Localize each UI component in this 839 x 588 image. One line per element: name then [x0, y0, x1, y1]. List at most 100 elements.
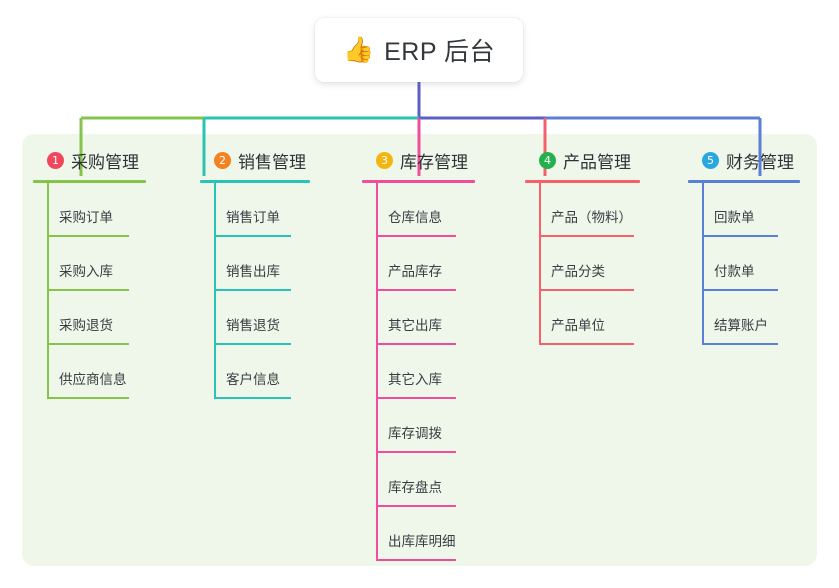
leaf-item-label: 产品分类: [551, 264, 605, 279]
leaf-item[interactable]: 销售退货: [214, 291, 318, 345]
leaf-item[interactable]: 其它入库: [376, 345, 482, 399]
column-spine: [539, 183, 541, 345]
column-采购管理: 1 采购管理采购订单采购入库采购退货供应商信息: [33, 148, 158, 399]
leaf-item-rule: [214, 343, 291, 345]
leaf-item-rule: [376, 451, 456, 453]
column-header-采购管理[interactable]: 1 采购管理: [33, 148, 158, 172]
column-number-badge: 5: [702, 151, 719, 169]
leaf-item-rule: [376, 397, 456, 399]
leaf-item-rule: [214, 235, 291, 237]
leaf-item[interactable]: 仓库信息: [376, 183, 482, 237]
branches-panel: [22, 134, 817, 566]
column-title: 采购管理: [71, 152, 139, 172]
column-title: 销售管理: [238, 152, 306, 172]
column-spine: [214, 183, 216, 399]
leaf-item-label: 采购入库: [59, 264, 113, 279]
leaf-item-rule: [702, 235, 778, 237]
column-header-产品管理[interactable]: 4 产品管理: [525, 148, 647, 172]
column-spine: [376, 183, 378, 561]
leaf-item[interactable]: 销售订单: [214, 183, 318, 237]
leaf-item[interactable]: 销售出库: [214, 237, 318, 291]
column-销售管理: 2 销售管理销售订单销售出库销售退货客户信息: [200, 148, 318, 399]
leaf-item-label: 其它出库: [388, 318, 442, 333]
column-header-库存管理[interactable]: 3 库存管理: [362, 148, 482, 172]
leaf-item-label: 付款单: [714, 264, 755, 279]
leaf-item-label: 销售出库: [226, 264, 280, 279]
leaf-item-rule: [47, 235, 129, 237]
leaf-item-rule: [376, 235, 456, 237]
leaf-item-label: 仓库信息: [388, 210, 442, 225]
leaf-item[interactable]: 产品库存: [376, 237, 482, 291]
column-items: 仓库信息产品库存其它出库其它入库库存调拨库存盘点出库库明细: [362, 183, 482, 561]
column-spine: [702, 183, 704, 345]
leaf-item-label: 销售退货: [226, 318, 280, 333]
column-header-rule: [525, 180, 640, 183]
leaf-item[interactable]: 其它出库: [376, 291, 482, 345]
thumbs-up-icon: 👍: [342, 35, 375, 64]
leaf-item[interactable]: 采购退货: [47, 291, 158, 345]
column-header-rule: [688, 180, 800, 183]
leaf-item-label: 其它入库: [388, 372, 442, 387]
leaf-item-rule: [376, 559, 456, 561]
leaf-item[interactable]: 付款单: [702, 237, 808, 291]
leaf-item-rule: [47, 289, 129, 291]
leaf-item-rule: [376, 289, 456, 291]
leaf-item[interactable]: 采购订单: [47, 183, 158, 237]
leaf-item[interactable]: 库存盘点: [376, 453, 482, 507]
column-items: 回款单付款单结算账户: [688, 183, 808, 345]
column-header-rule: [362, 180, 475, 183]
column-库存管理: 3 库存管理仓库信息产品库存其它出库其它入库库存调拨库存盘点出库库明细: [362, 148, 482, 561]
leaf-item-label: 采购退货: [59, 318, 113, 333]
leaf-item[interactable]: 结算账户: [702, 291, 808, 345]
leaf-item-rule: [539, 289, 634, 291]
leaf-item-label: 供应商信息: [59, 372, 127, 387]
leaf-item-label: 出库库明细: [388, 534, 456, 549]
leaf-item-rule: [539, 343, 634, 345]
column-items: 采购订单采购入库采购退货供应商信息: [33, 183, 158, 399]
leaf-item-label: 产品库存: [388, 264, 442, 279]
leaf-item-label: 销售订单: [226, 210, 280, 225]
leaf-item-label: 结算账户: [714, 318, 768, 333]
leaf-item-rule: [214, 289, 291, 291]
column-items: 销售订单销售出库销售退货客户信息: [200, 183, 318, 399]
column-number-badge: 2: [214, 151, 231, 169]
column-财务管理: 5 财务管理回款单付款单结算账户: [688, 148, 808, 345]
leaf-item-rule: [214, 397, 291, 399]
leaf-item[interactable]: 回款单: [702, 183, 808, 237]
column-header-销售管理[interactable]: 2 销售管理: [200, 148, 318, 172]
leaf-item-rule: [47, 397, 129, 399]
leaf-item-label: 库存调拨: [388, 426, 442, 441]
leaf-item[interactable]: 客户信息: [214, 345, 318, 399]
leaf-item[interactable]: 库存调拨: [376, 399, 482, 453]
leaf-item[interactable]: 产品分类: [539, 237, 647, 291]
column-header-财务管理[interactable]: 5 财务管理: [688, 148, 808, 172]
leaf-item-label: 库存盘点: [388, 480, 442, 495]
column-title: 产品管理: [563, 152, 631, 172]
column-header-rule: [33, 180, 146, 183]
leaf-item-label: 产品单位: [551, 318, 605, 333]
leaf-item-label: 客户信息: [226, 372, 280, 387]
root-node-card[interactable]: 👍 ERP 后台: [315, 18, 523, 82]
column-number-badge: 1: [47, 151, 64, 169]
column-number-badge: 3: [376, 151, 393, 169]
leaf-item[interactable]: 采购入库: [47, 237, 158, 291]
leaf-item[interactable]: 产品单位: [539, 291, 647, 345]
column-items: 产品（物料） 产品分类产品单位: [525, 183, 647, 345]
leaf-item-label: 产品（物料）: [551, 210, 632, 225]
column-header-rule: [200, 180, 310, 183]
leaf-item-rule: [376, 343, 456, 345]
column-title: 库存管理: [400, 152, 468, 172]
root-node-title: ERP 后台: [384, 38, 496, 66]
column-title: 财务管理: [726, 152, 794, 172]
column-spine: [47, 183, 49, 399]
leaf-item-label: 采购订单: [59, 210, 113, 225]
leaf-item[interactable]: 供应商信息: [47, 345, 158, 399]
column-number-badge: 4: [539, 151, 556, 169]
leaf-item-label: 回款单: [714, 210, 755, 225]
leaf-item-rule: [539, 235, 634, 237]
leaf-item[interactable]: 出库库明细: [376, 507, 482, 561]
leaf-item[interactable]: 产品（物料）: [539, 183, 647, 237]
column-产品管理: 4 产品管理产品（物料） 产品分类产品单位: [525, 148, 647, 345]
leaf-item-rule: [702, 289, 778, 291]
